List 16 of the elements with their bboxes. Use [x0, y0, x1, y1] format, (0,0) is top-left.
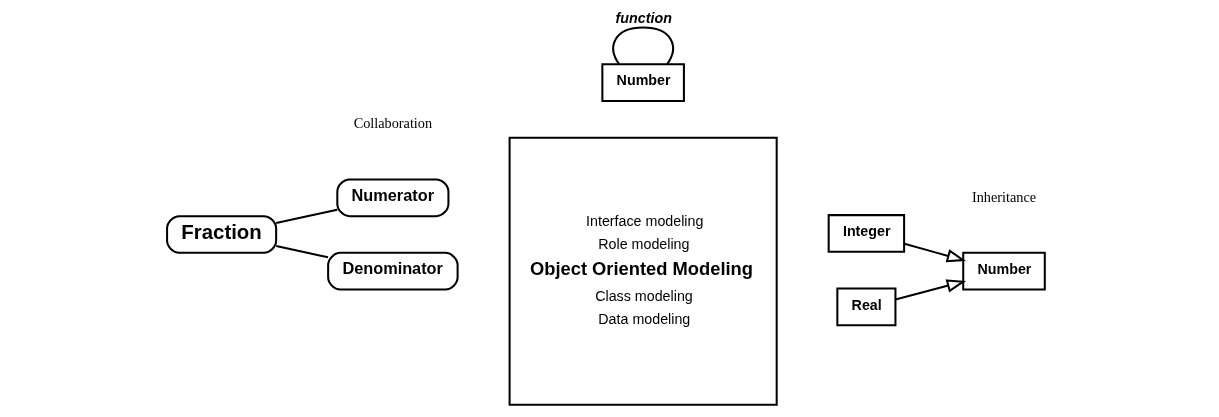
arrow	[904, 242, 967, 263]
node-box: Fraction	[166, 215, 278, 254]
node-box: Numerator	[336, 178, 450, 218]
label: Collaboration	[353, 115, 433, 132]
arrow	[895, 279, 967, 301]
node-box: Integer	[827, 214, 906, 253]
connector	[275, 245, 329, 259]
connector	[612, 26, 674, 65]
label: Inheritance	[971, 188, 1037, 205]
node-box: Interface modeling Role modeling Object Oriented Modeling Class modeling Data modeling	[508, 136, 778, 406]
edge-label: function	[615, 9, 672, 26]
node-box: Number	[962, 251, 1046, 291]
connector	[275, 208, 338, 224]
node-box: Real	[836, 287, 897, 327]
node-box: Denominator	[327, 251, 459, 291]
node-box: Number	[601, 63, 685, 102]
